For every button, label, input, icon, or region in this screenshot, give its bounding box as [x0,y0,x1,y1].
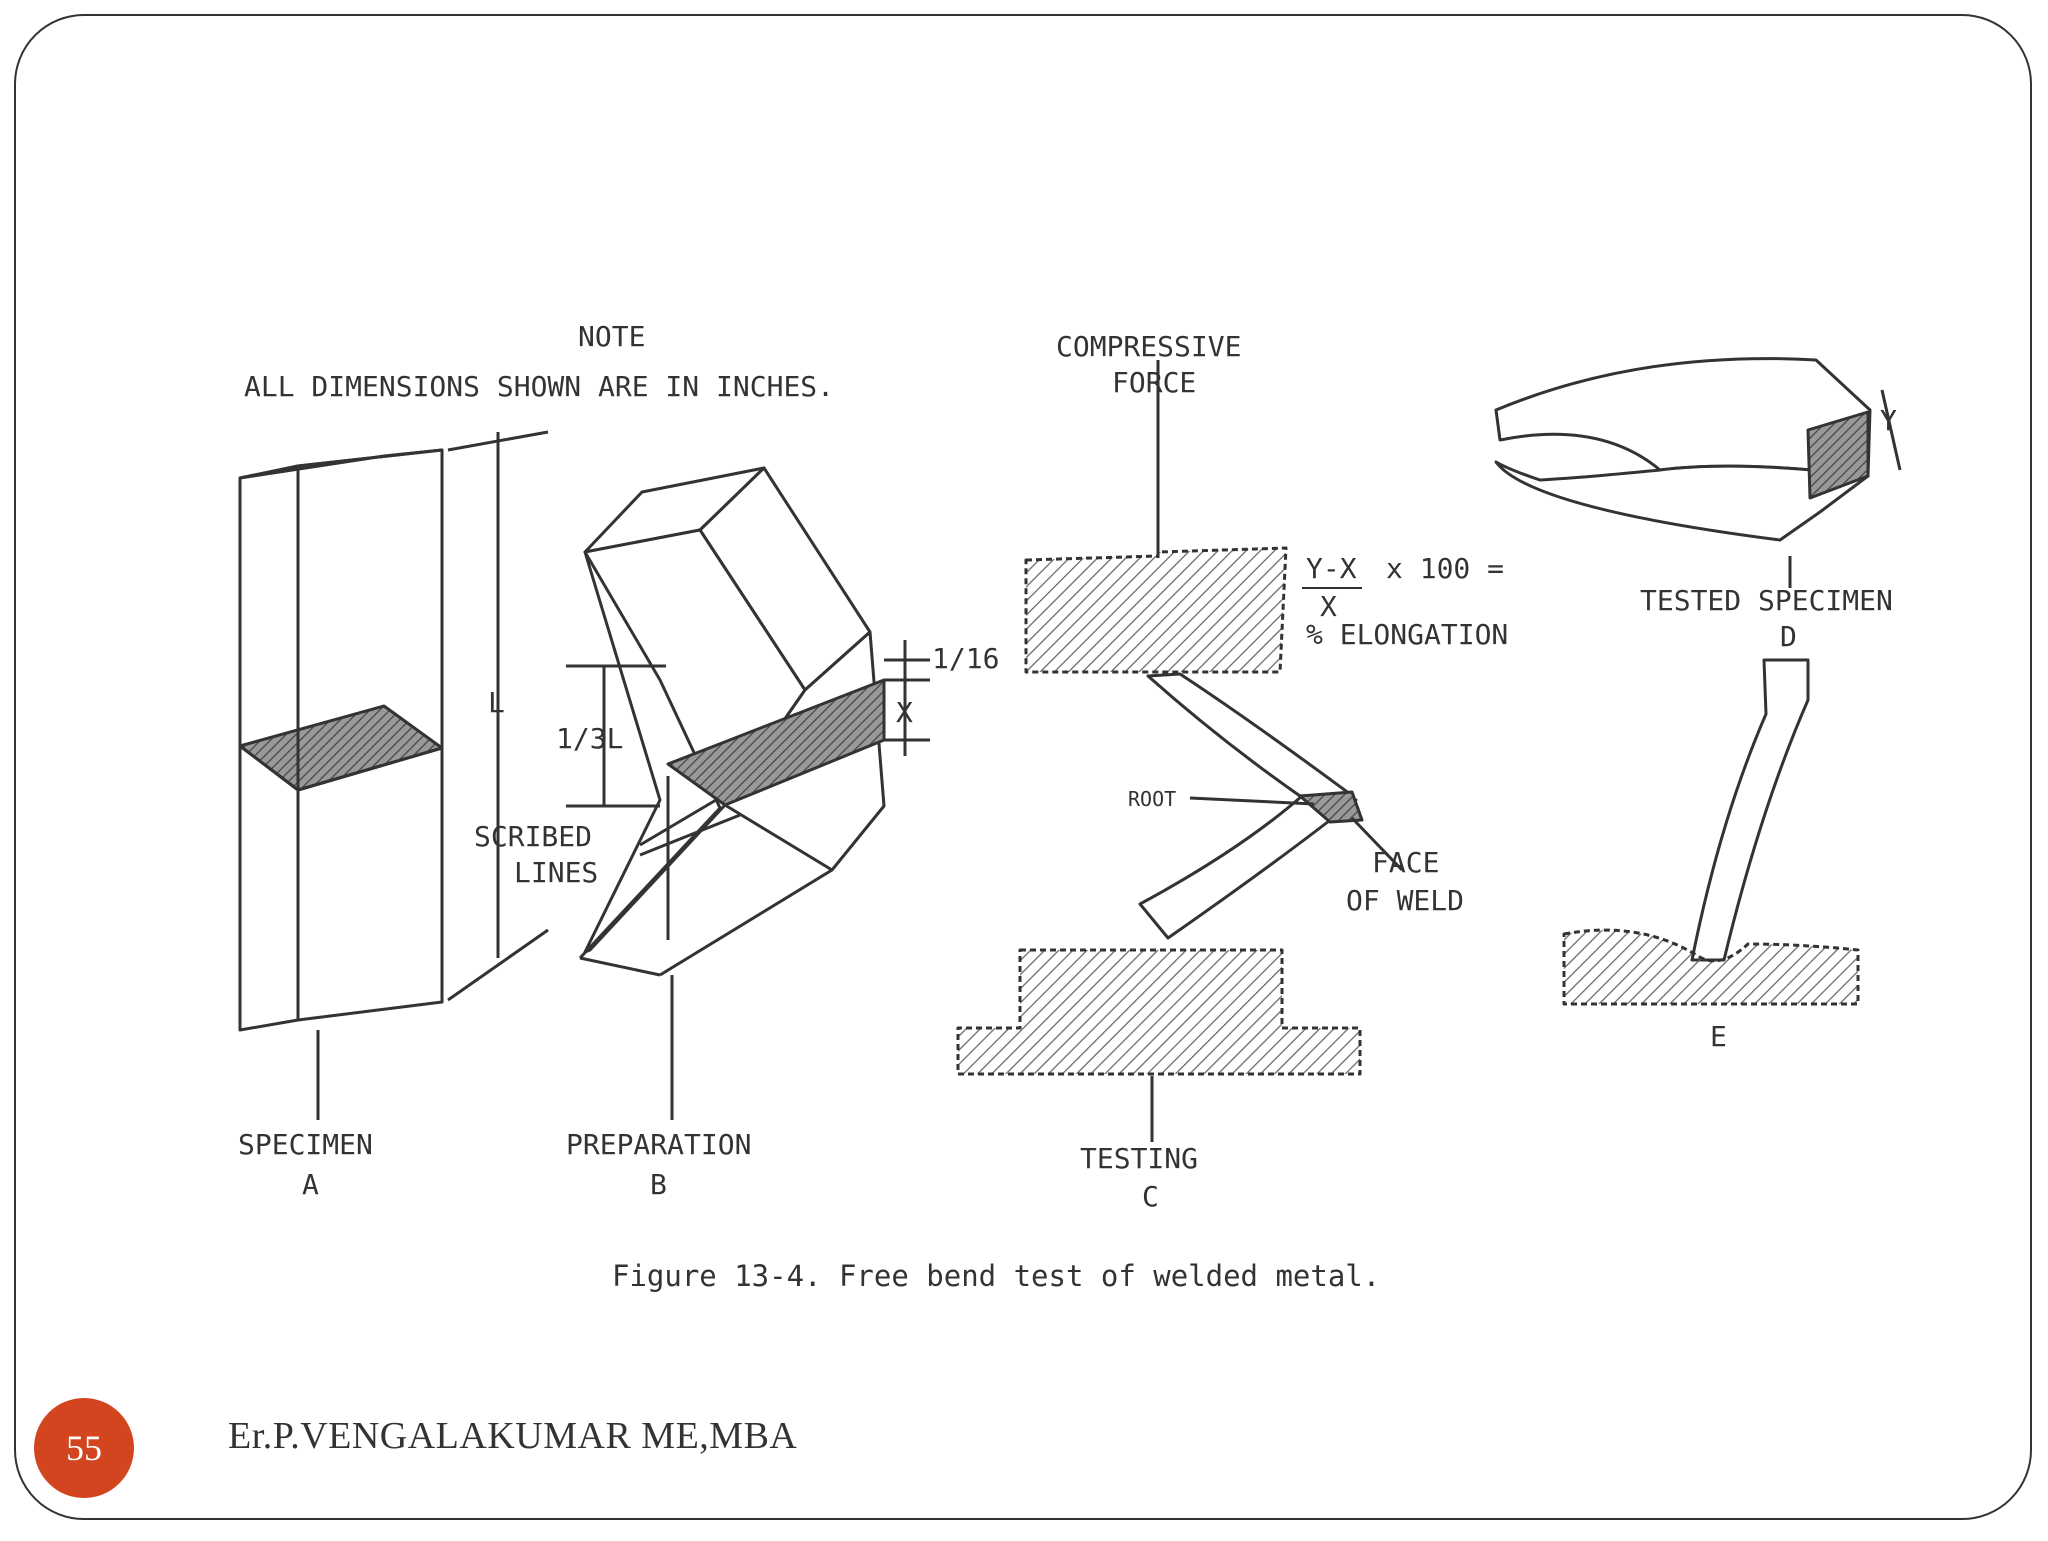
testing-c-drawing [956,360,1404,1142]
dimension-x-label: X [896,696,913,729]
label-e: E [1710,1020,1727,1053]
specimen-a-drawing [238,448,444,1120]
scribed-lines-label-2: LINES [514,856,598,889]
dimension-one-sixteenth-label: 1/16 [932,642,999,675]
compressive-force-line-2: FORCE [1112,366,1196,399]
label-b: B [650,1168,667,1201]
dimension-l-label: L [488,686,505,719]
preparation-b-drawing [578,466,886,1120]
dimension-l [447,430,549,1002]
figure-caption: Figure 13-4. Free bend test of welded me… [612,1259,1380,1293]
label-d: D [1780,620,1797,653]
specimen-e-drawing [1562,658,1860,1006]
dimension-one-third-l [566,640,930,808]
tested-specimen-label: TESTED SPECIMEN [1640,584,1893,617]
formula-numerator: Y-X [1306,552,1357,585]
preparation-label: PREPARATION [566,1128,751,1161]
compressive-force-line-1: COMPRESSIVE [1056,330,1241,363]
face-of-weld-label-2: OF WELD [1346,884,1464,917]
tested-specimen-d-drawing [1494,357,1902,588]
formula-result: % ELONGATION [1306,618,1508,651]
formula-denominator: X [1320,590,1337,623]
note-text: ALL DIMENSIONS SHOWN ARE IN INCHES. [244,370,834,403]
author-footer: Er.P.VENGALAKUMAR ME,MBA [228,1415,798,1457]
label-a: A [302,1168,319,1201]
testing-label: TESTING [1080,1142,1198,1175]
scribed-lines-label-1: SCRIBED [474,820,592,853]
formula-times: x 100 = [1386,552,1504,585]
dimension-y-label: Y [1880,404,1897,437]
face-of-weld-label-1: FACE [1372,846,1439,879]
note-title: NOTE [578,320,645,353]
page-number-badge: 55 [34,1398,134,1498]
specimen-label: SPECIMEN [238,1128,373,1161]
label-c: C [1142,1180,1159,1213]
dimension-one-third-l-label: 1/3L [556,722,623,755]
root-label: ROOT [1128,787,1176,811]
